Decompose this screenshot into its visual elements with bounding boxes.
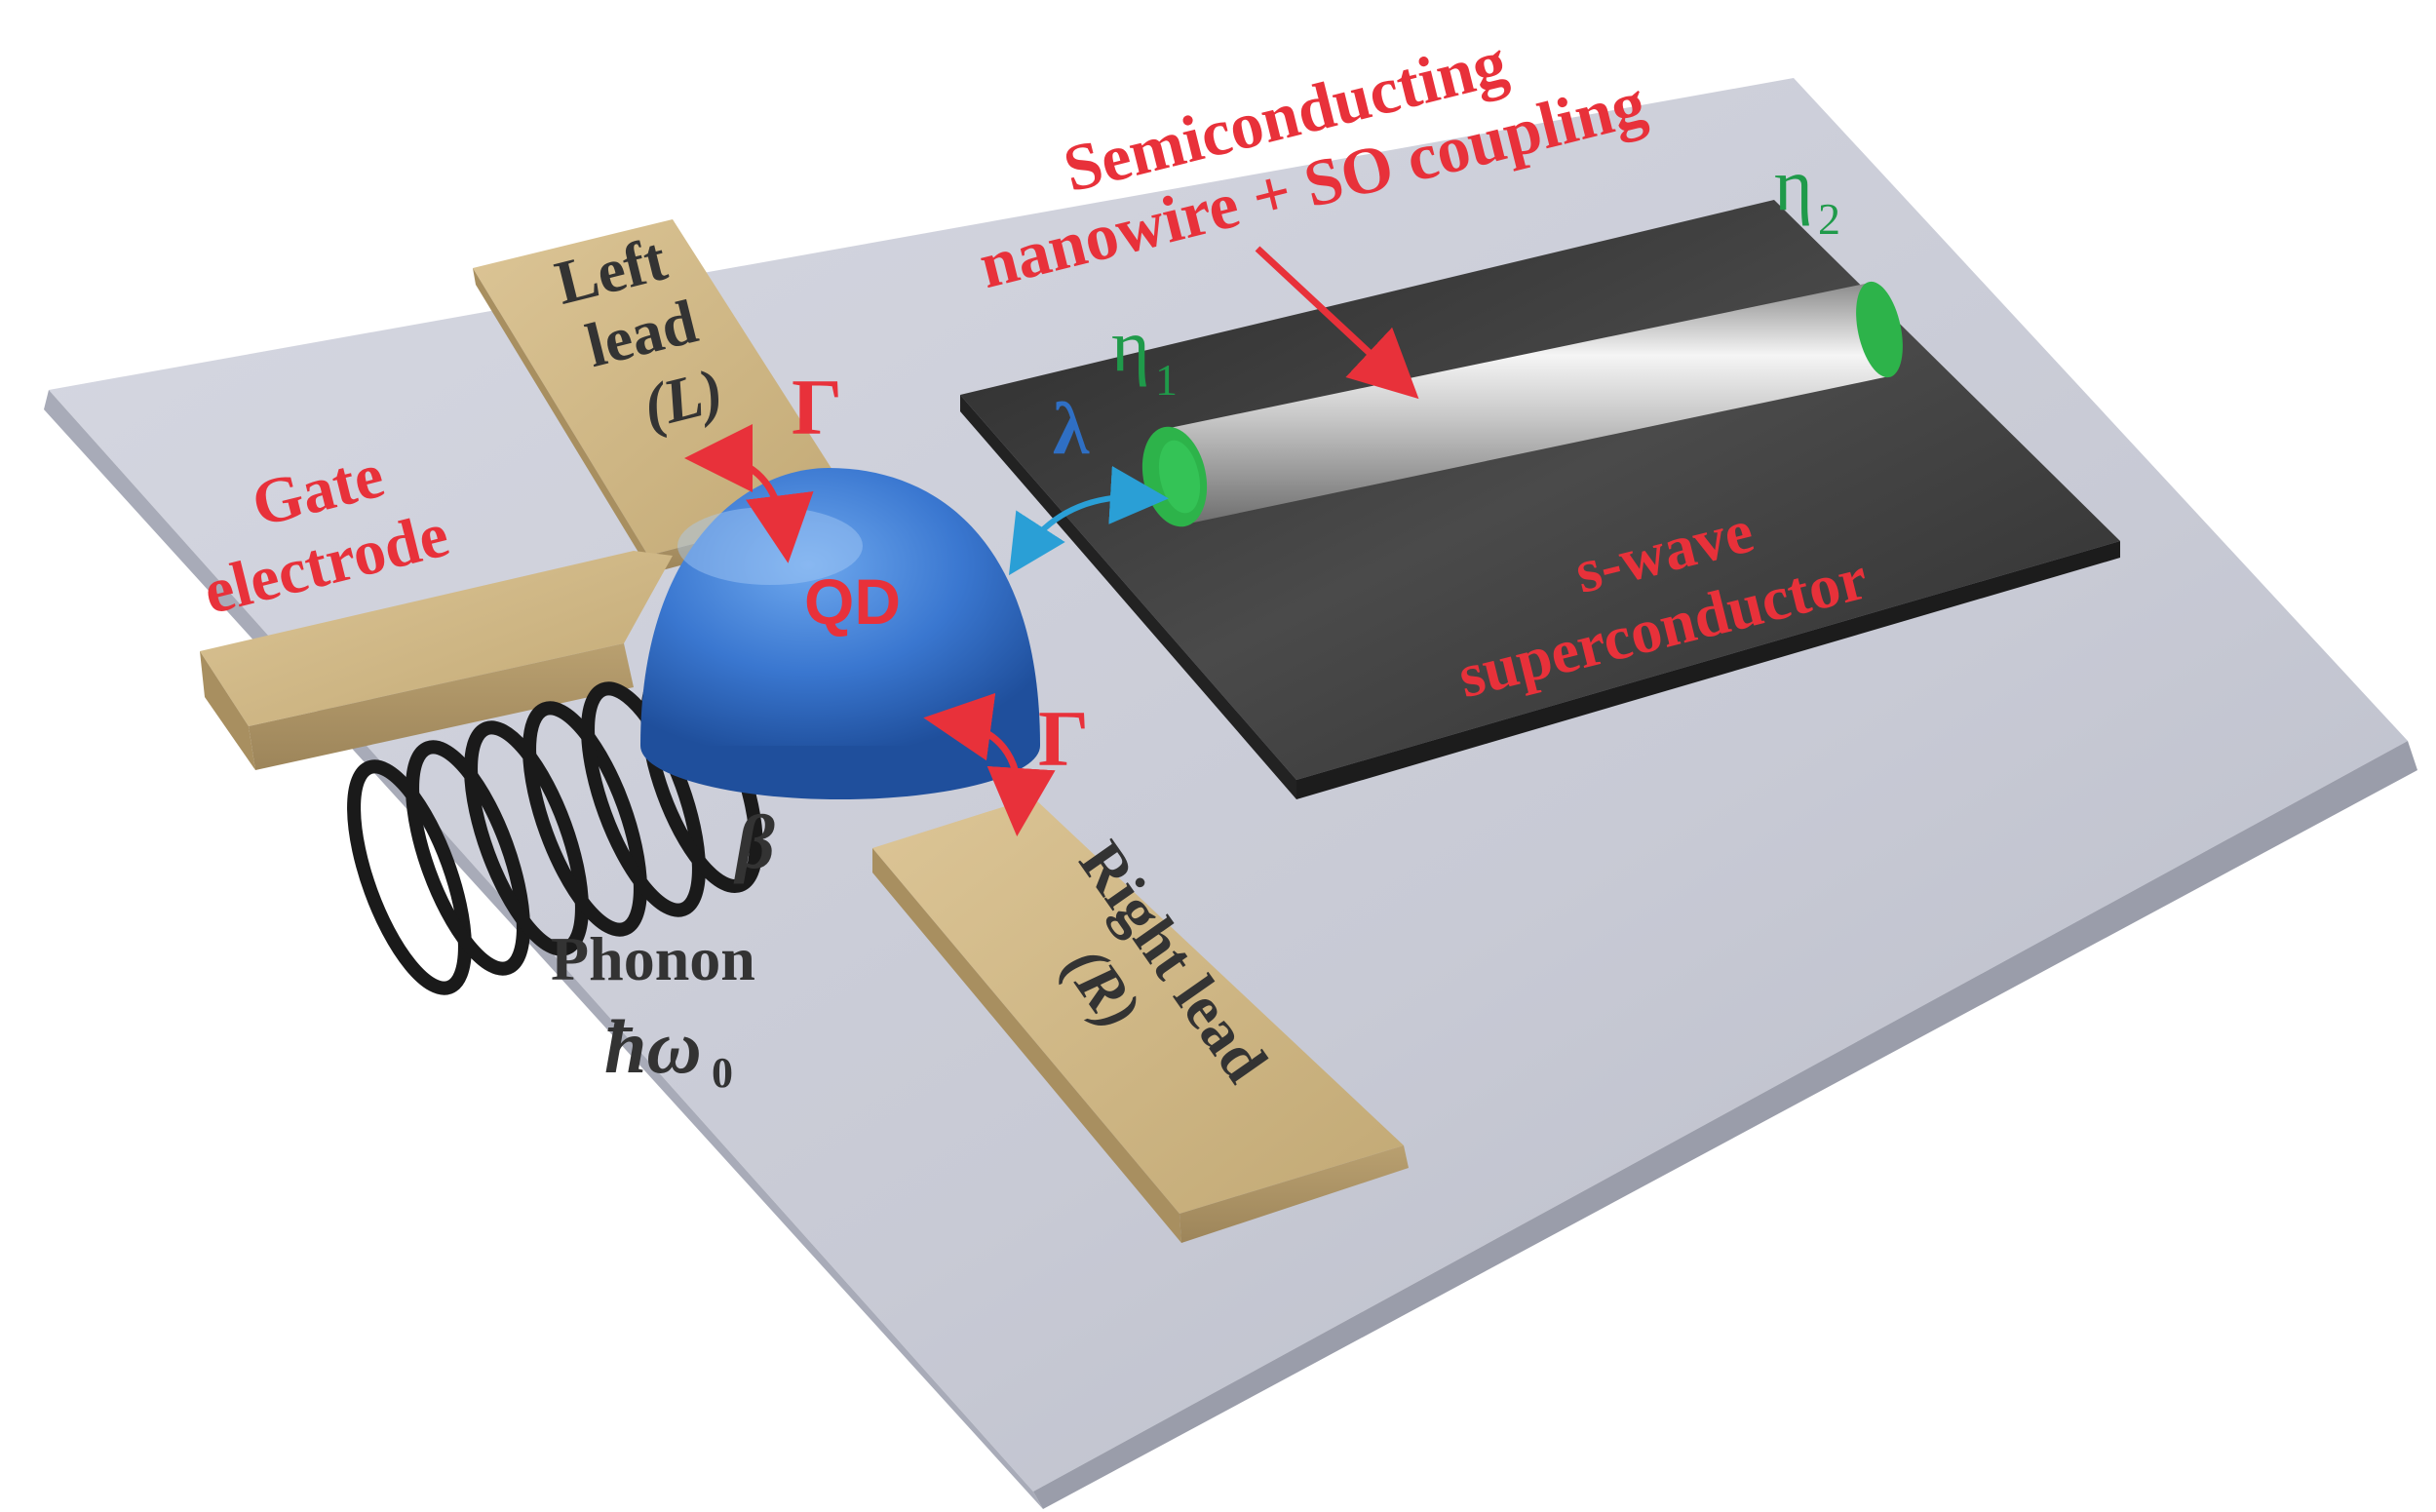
- gamma-top-arrow: [684, 424, 814, 563]
- substrate: [44, 78, 2417, 1509]
- gamma-bottom-label: Γ: [1038, 694, 1089, 783]
- gamma-top-label: Γ: [792, 363, 842, 451]
- nanowire-pointer-arrow: [1255, 246, 1419, 400]
- gamma-bottom-arrow: [923, 692, 1056, 836]
- lambda-arrow: [1008, 465, 1169, 576]
- gate-electrode: [200, 551, 673, 770]
- eta2-subscript: 2: [1818, 194, 1840, 244]
- nanowire-end-far: [1856, 281, 1903, 378]
- eta1-subscript: 1: [1155, 355, 1178, 405]
- eta1-label: η 1: [1111, 305, 1178, 405]
- phonon-energy-subscript: 0: [712, 1049, 733, 1097]
- eta1-symbol: η: [1111, 305, 1150, 387]
- beta-label: β: [733, 799, 775, 884]
- phonon-label: Phonon: [551, 924, 755, 993]
- lambda-label: λ: [1053, 388, 1090, 470]
- eta2-symbol: η: [1774, 144, 1813, 226]
- phonon-energy-symbol: ħω: [604, 1004, 702, 1089]
- right-lead: [872, 797, 1409, 1243]
- eta2-label: η 2: [1774, 144, 1840, 244]
- qd-label: QD: [804, 565, 901, 638]
- phonon-energy-label: ħω 0: [604, 1004, 733, 1097]
